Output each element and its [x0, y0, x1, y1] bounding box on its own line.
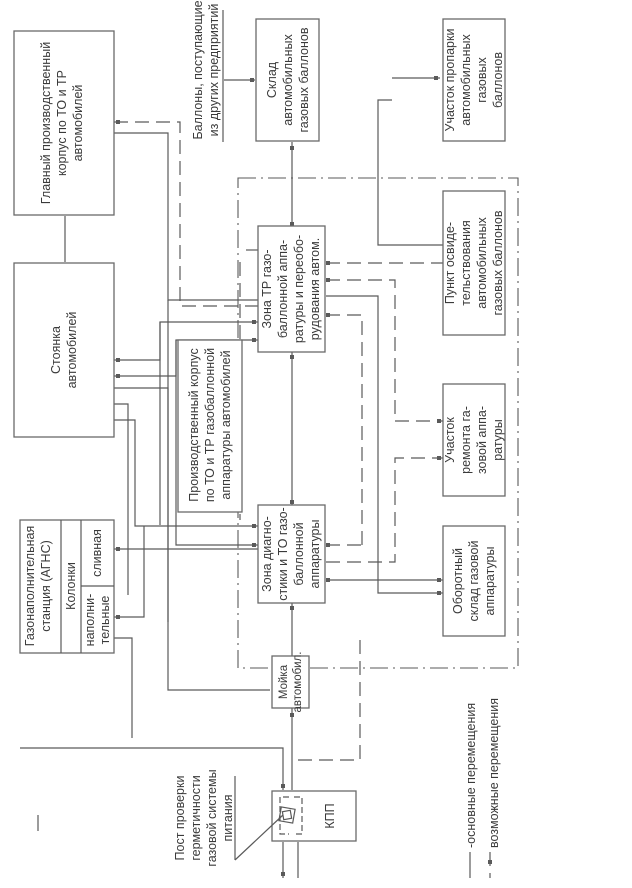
agns-fill-label: наполни- тельные: [83, 594, 112, 647]
main-movement-lines: [20, 77, 471, 878]
tr-zone-label: Зона ТР газо- баллонной аппа- ратуры и п…: [260, 235, 322, 343]
steaming-label: Участок пропарки автомобильных газовых б…: [443, 29, 505, 132]
svg-text:ратуры: ратуры: [491, 419, 505, 461]
svg-text:Пункт освиде-: Пункт освиде-: [443, 222, 457, 304]
svg-text:ратуры и переобо-: ратуры и переобо-: [292, 235, 306, 343]
svg-text:аппаратуры автомобилей: аппаратуры автомобилей: [219, 350, 233, 499]
svg-text:газовых баллонов: газовых баллонов: [491, 210, 505, 315]
production-building-box: [177, 339, 243, 513]
legend-main-label: -основные перемещения: [464, 703, 478, 848]
svg-text:автомобилей: автомобилей: [65, 312, 79, 389]
svg-text:автомобильных: автомобильных: [475, 217, 489, 309]
diag-zone-label: Зона диагно- стики и ТО газо- баллонной …: [260, 507, 322, 600]
parking-label: Стоянка автомобилей: [49, 312, 79, 389]
svg-text:стики и ТО газо-: стики и ТО газо-: [276, 507, 290, 600]
washing-box: [271, 655, 310, 709]
svg-text:Производственный корпус: Производственный корпус: [187, 348, 201, 501]
legend: -основные перемещения возможные перемеще…: [464, 698, 501, 848]
agns-drain-label: сливная: [90, 529, 104, 577]
main-building-label: Главный производственный корпус по ТО и …: [39, 42, 85, 204]
svg-text:зовой аппа-: зовой аппа-: [475, 406, 489, 474]
checkpoint-box: [234, 776, 357, 861]
svg-text:герметичности: герметичности: [189, 775, 203, 860]
repair-area-label: Участок ремонта га- зовой аппа- ратуры: [443, 406, 505, 474]
svg-text:Склад: Склад: [265, 61, 279, 98]
svg-text:Баллоны, поступающие: Баллоны, поступающие: [191, 0, 205, 139]
cylinders-incoming-label: Баллоны, поступающие из других предприят…: [191, 0, 221, 139]
svg-text:тельствования: тельствования: [459, 220, 473, 305]
svg-text:ремонта га-: ремонта га-: [459, 406, 473, 474]
svg-text:станция (АГНС): станция (АГНС): [39, 540, 53, 632]
svg-text:газовых: газовых: [475, 56, 489, 102]
inspection-point-box: [442, 190, 506, 336]
svg-text:баллонной: баллонной: [292, 522, 306, 585]
svg-text:Стоянка: Стоянка: [49, 326, 63, 374]
agns-columns-label: Колонки: [64, 562, 78, 610]
svg-text:Пост проверки: Пост проверки: [173, 776, 187, 861]
svg-text:Газонаполнительная: Газонаполнительная: [23, 526, 37, 646]
svg-text:автомобильных: автомобильных: [281, 34, 295, 126]
legend-possible-label: возможные перемещения: [487, 698, 501, 848]
svg-text:из других предприятий: из других предприятий: [207, 4, 221, 137]
svg-text:аппаратуры: аппаратуры: [483, 546, 497, 615]
svg-text:автомобильных: автомобильных: [459, 34, 473, 126]
svg-text:Зона ТР газо-: Зона ТР газо-: [260, 249, 274, 328]
svg-text:Главный производственный: Главный производственный: [39, 42, 53, 204]
svg-text:рудования автом.: рудования автом.: [308, 238, 322, 340]
tr-zone-box: [257, 225, 326, 353]
svg-text:корпус по ТО и ТР: корпус по ТО и ТР: [55, 70, 69, 176]
svg-text:Участок: Участок: [443, 417, 457, 463]
connection-markers: [116, 76, 492, 876]
exchange-store-label: Оборотный склад газовой аппаратуры: [451, 541, 497, 622]
agns-box: [19, 519, 115, 654]
svg-text:тельные: тельные: [98, 596, 112, 645]
svg-text:по ТО и ТР газобаллонной: по ТО и ТР газобаллонной: [203, 348, 217, 502]
main-building-box: [13, 30, 115, 216]
svg-text:питания: питания: [221, 795, 235, 842]
diag-zone-box: [257, 504, 326, 604]
leak-post-label: Пост проверки герметичности газовой сист…: [173, 769, 235, 866]
agns-label: Газонаполнительная станция (АГНС): [23, 526, 53, 646]
inspection-point-label: Пункт освиде- тельствования автомобильны…: [443, 210, 505, 315]
cylinder-store-box: [255, 18, 320, 142]
production-building-label: Производственный корпус по ТО и ТР газоб…: [187, 348, 233, 502]
steaming-box: [442, 18, 506, 142]
svg-text:баллонной аппа-: баллонной аппа-: [276, 240, 290, 338]
svg-text:наполни-: наполни-: [83, 594, 97, 647]
exchange-store-box: [442, 525, 506, 637]
svg-text:автомобилей: автомобилей: [71, 85, 85, 162]
svg-text:газовой системы: газовой системы: [205, 769, 219, 866]
parking-box: [13, 262, 115, 438]
svg-text:Зона диагно-: Зона диагно-: [260, 516, 274, 592]
svg-text:баллонов: баллонов: [491, 52, 505, 108]
washing-label: Мойка автомобил.: [278, 651, 304, 712]
svg-text:Участок пропарки: Участок пропарки: [443, 29, 457, 132]
checkpoint-label: КПП: [323, 803, 337, 828]
svg-text:Оборотный: Оборотный: [451, 548, 465, 614]
svg-text:склад газовой: склад газовой: [467, 541, 481, 622]
repair-area-box: [442, 383, 506, 497]
svg-text:аппаратуры: аппаратуры: [308, 519, 322, 588]
svg-text:автомобил.: автомобил.: [292, 651, 304, 712]
cylinder-store-label: Склад автомобильных газовых баллонов: [265, 27, 311, 132]
svg-text:газовых баллонов: газовых баллонов: [297, 27, 311, 132]
svg-text:Мойка: Мойка: [278, 664, 290, 699]
